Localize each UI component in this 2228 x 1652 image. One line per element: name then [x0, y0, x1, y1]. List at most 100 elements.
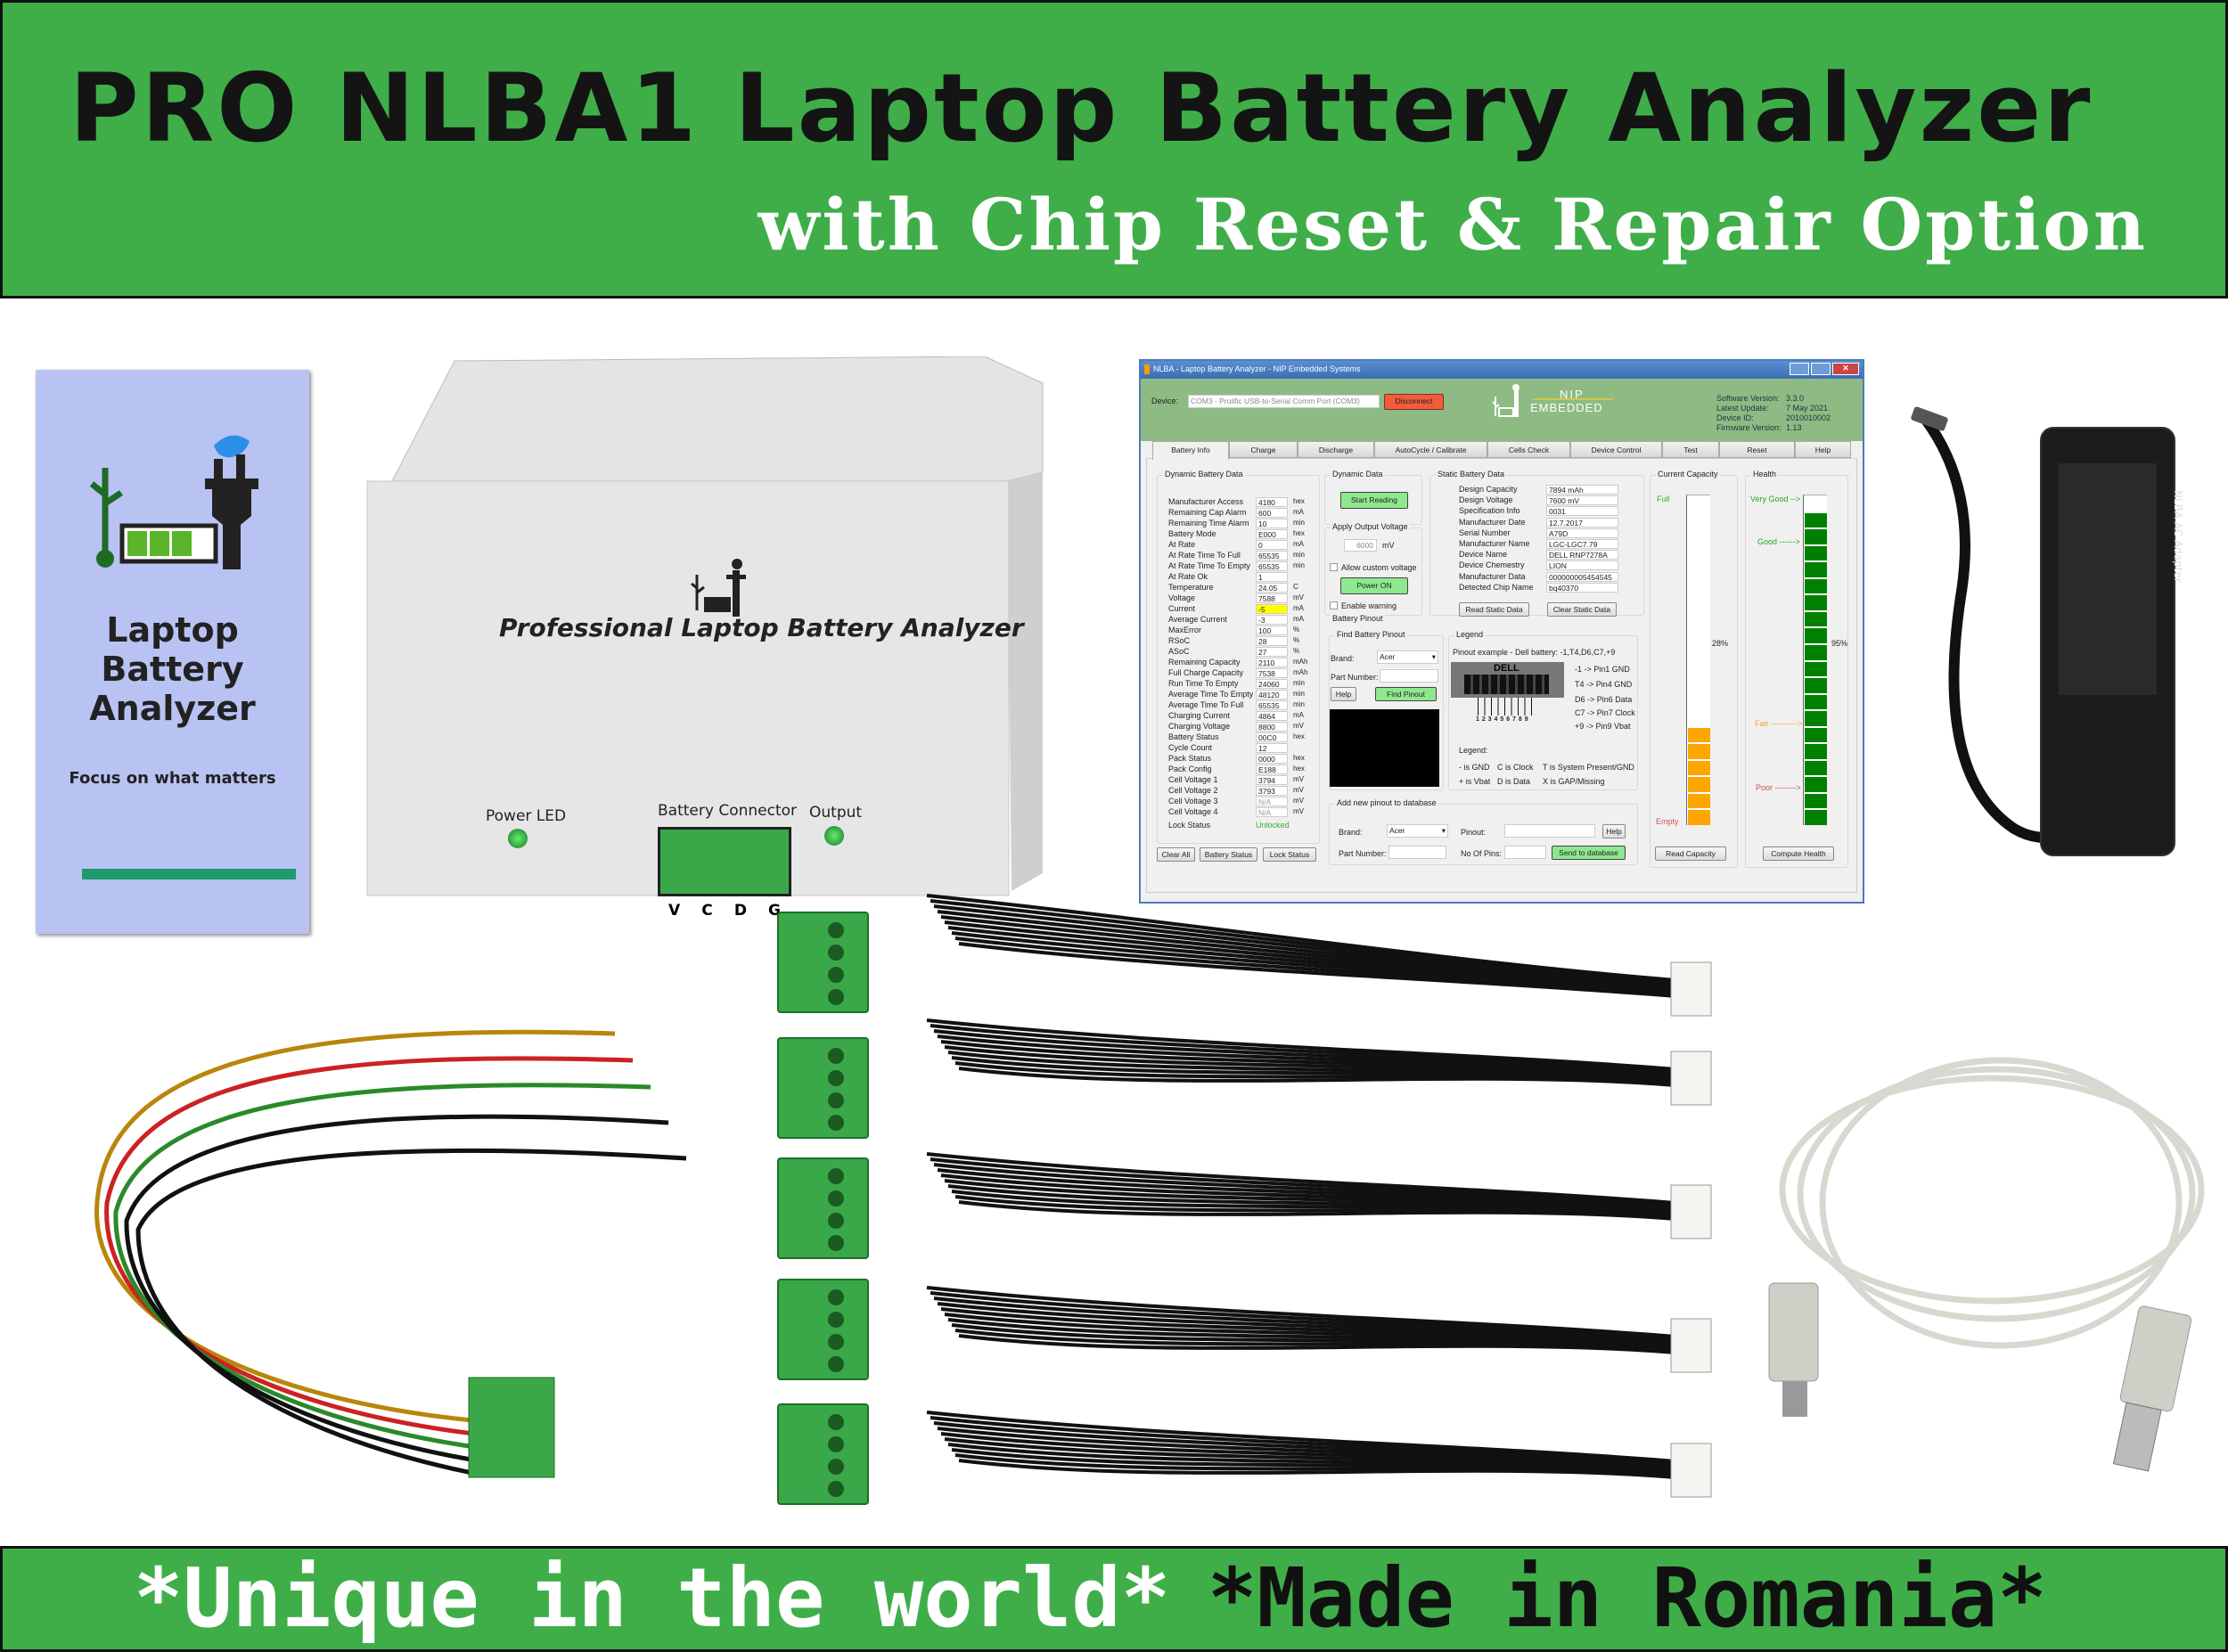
enable-warning-checkbox[interactable] [1330, 601, 1338, 609]
dynamic-row-value: 10 [1256, 519, 1288, 528]
find-help-button[interactable]: Help [1331, 687, 1356, 701]
read-capacity-button[interactable]: Read Capacity [1655, 846, 1726, 861]
dynamic-row-value: 65535 [1256, 700, 1288, 710]
logo-text-nip: NIP [1560, 388, 1585, 401]
clear-all-button[interactable]: Clear All [1157, 847, 1195, 862]
dynamic-row-label: Average Time To Empty [1168, 690, 1254, 699]
pin-lines [1478, 698, 1533, 716]
clear-static-data-button[interactable]: Clear Static Data [1547, 602, 1617, 617]
dynamic-row-label: At Rate [1168, 540, 1196, 549]
disconnect-button[interactable]: Disconnect [1384, 394, 1444, 410]
read-static-data-button[interactable]: Read Static Data [1459, 602, 1529, 617]
tab-charge[interactable]: Charge [1229, 441, 1298, 458]
battery-status-button[interactable]: Battery Status [1200, 847, 1257, 862]
wire [944, 1437, 1676, 1472]
title-bar: NLBA - Laptop Battery Analyzer - NIP Emb… [1141, 361, 1863, 379]
wire [944, 920, 1676, 991]
top-banner [0, 0, 2228, 299]
version-value: 1.13 [1786, 423, 1802, 432]
header-panel: Device: COM3 - Prolific USB-to-Serial Co… [1141, 379, 1863, 441]
find-pinout-button[interactable]: Find Pinout [1375, 687, 1437, 701]
tab-device-control[interactable]: Device Control [1570, 441, 1662, 458]
static-row-value: 12.7.2017 [1546, 517, 1618, 527]
health-group: Health [1745, 470, 1848, 868]
wire [944, 1313, 1676, 1347]
nip-logo-icon [1492, 384, 1519, 417]
lock-status-button[interactable]: Lock Status [1263, 847, 1316, 862]
tab-help[interactable]: Help [1795, 441, 1851, 458]
send-to-database-button[interactable]: Send to database [1552, 846, 1626, 860]
static-battery-data-group: Static Battery Data [1429, 470, 1644, 616]
dropdown-arrow-icon: ▾ [1441, 826, 1446, 835]
tab-cells-check[interactable]: Cells Check [1487, 441, 1570, 458]
close-button[interactable]: ✕ [1832, 363, 1859, 375]
wire [926, 1018, 1676, 1071]
tab-autocycle-calibrate[interactable]: AutoCycle / Calibrate [1374, 441, 1487, 458]
dynamic-row-unit: mA [1293, 540, 1304, 548]
dynamic-row-unit: hex [1293, 765, 1305, 773]
tab-discharge[interactable]: Discharge [1298, 441, 1374, 458]
device-select[interactable]: COM3 - Prolific USB-to-Serial Comm Port … [1188, 395, 1380, 408]
dynamic-row-label: Cell Voltage 1 [1168, 775, 1218, 784]
wire [930, 1157, 1676, 1206]
minimize-button[interactable] [1790, 363, 1809, 375]
wire [930, 1416, 1676, 1465]
add-pinout-group: Add new pinout to database [1329, 798, 1638, 865]
dynamic-row-label: Cell Voltage 3 [1168, 797, 1218, 806]
page-subtitle: with Chip Reset & Repair Option [758, 183, 2148, 266]
usb-b-plug [1768, 1282, 1819, 1382]
dynamic-row-label: Remaining Capacity [1168, 658, 1241, 667]
dynamic-row-unit: mA [1293, 604, 1304, 612]
battery-connector-port[interactable] [658, 827, 791, 896]
health-percent: 95% [1831, 639, 1848, 648]
legend-item: + is Vbat [1459, 777, 1491, 786]
allow-custom-checkbox[interactable] [1330, 563, 1338, 571]
no-of-pins-input[interactable] [1504, 846, 1546, 859]
brand-value: Acer [1380, 652, 1396, 661]
add-part-number-input[interactable] [1388, 846, 1446, 859]
static-row-label: Design Voltage [1459, 495, 1513, 505]
find-pinout-group: Find Battery Pinout [1329, 630, 1444, 790]
wire [951, 1323, 1676, 1351]
static-row-value: 7894 mAh [1546, 485, 1618, 495]
terminal-block [777, 1403, 869, 1505]
bar-segment [1805, 727, 1827, 743]
dynamic-row-unit: mAh [1293, 668, 1308, 676]
dynamic-row-unit: mV [1293, 786, 1304, 794]
wire [930, 1024, 1676, 1073]
dell-label: DELL [1494, 663, 1519, 674]
legend-item: - is GND [1459, 763, 1490, 772]
bar-segment [1805, 611, 1827, 627]
dynamic-row-value: 3794 [1256, 775, 1288, 785]
power-led-label: Power LED [486, 807, 567, 825]
dynamic-row-value: 27 [1256, 647, 1288, 657]
dynamic-row-label: Charging Current [1168, 711, 1231, 720]
brand-dropdown[interactable]: Acer▾ [1377, 650, 1438, 664]
output-voltage-input[interactable]: 6000 [1344, 539, 1377, 552]
terminal-screw [828, 1312, 844, 1328]
dynamic-row-label: Battery Mode [1168, 529, 1216, 538]
maximize-button[interactable] [1811, 363, 1831, 375]
static-row-label: Device Chemestry [1459, 560, 1525, 570]
add-brand-dropdown[interactable]: Acer▾ [1387, 824, 1448, 838]
tab-test[interactable]: Test [1662, 441, 1719, 458]
dynamic-row-value: 12 [1256, 743, 1288, 753]
compute-health-button[interactable]: Compute Health [1763, 846, 1834, 861]
tab-reset[interactable]: Reset [1719, 441, 1795, 458]
power-on-button[interactable]: Power ON [1340, 577, 1408, 594]
capacity-percent: 28% [1712, 639, 1729, 648]
bar-segment [1805, 578, 1827, 594]
terminal-screw [828, 945, 844, 961]
pinout-input[interactable] [1504, 824, 1595, 838]
wire [954, 1329, 1676, 1353]
dynamic-row-label: Average Time To Full [1168, 700, 1244, 709]
adapter-label: NLBA AC Adapter [2172, 490, 2184, 583]
static-row-label: Serial Number [1459, 527, 1511, 537]
part-number-input[interactable] [1380, 669, 1438, 683]
tab-battery-info[interactable]: Battery Info [1152, 441, 1229, 460]
dynamic-row-value: 65535 [1256, 551, 1288, 560]
terminal-block [777, 1157, 869, 1259]
start-reading-button[interactable]: Start Reading [1340, 492, 1408, 509]
dynamic-row-label: Temperature [1168, 583, 1214, 592]
add-help-button[interactable]: Help [1602, 824, 1626, 838]
